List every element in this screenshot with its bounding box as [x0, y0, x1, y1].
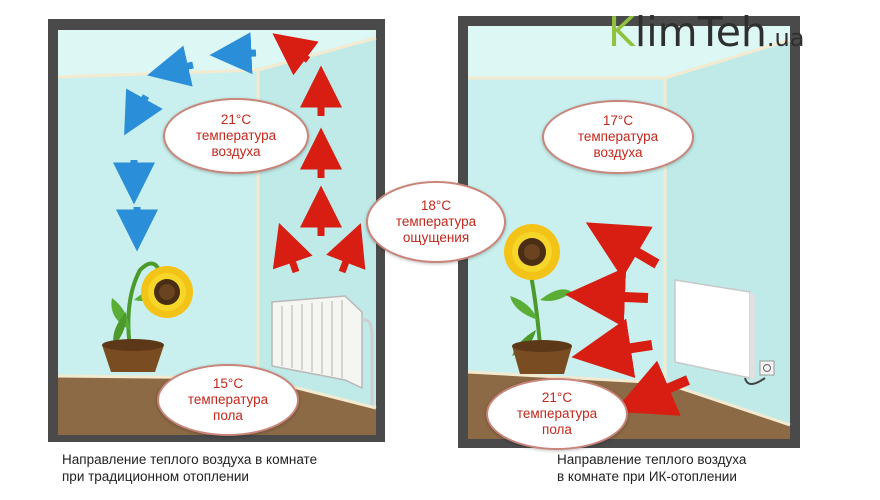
- right-room: [458, 16, 800, 448]
- left-air-temp-label: 21°C температура воздуха: [163, 98, 309, 174]
- right-ceiling: [468, 26, 790, 78]
- right-air-temp-line1: температура: [577, 129, 659, 144]
- left-caption: Направление теплого воздуха в комнате пр…: [62, 451, 392, 485]
- logo-text: limTeh: [634, 8, 767, 56]
- right-air-temp-value: 17°C: [602, 113, 634, 128]
- logo-letter-k: K: [608, 8, 635, 56]
- power-socket-icon: [759, 360, 775, 376]
- logo-domain-suffix: .ua: [766, 24, 805, 52]
- red-arrow-icon: [272, 33, 366, 274]
- red-arrow-icon: [565, 222, 690, 416]
- left-air-temp-value: 21°C: [220, 112, 252, 127]
- felt-temp-value: 18°C: [420, 198, 452, 213]
- left-floor-temp-value: 15°C: [212, 376, 244, 391]
- radiator-icon: [271, 295, 374, 405]
- left-air-temp-line2: воздуха: [211, 144, 261, 159]
- felt-temp-label: 18°C температура ощущения: [366, 181, 506, 263]
- right-caption: Направление теплого воздуха в комнате пр…: [557, 451, 837, 485]
- right-air-temp-label: 17°C температура воздуха: [542, 100, 694, 174]
- right-air-temp-line2: воздуха: [593, 145, 643, 160]
- sunflower-icon: [102, 261, 193, 372]
- right-floor-temp-line2: пола: [542, 422, 572, 437]
- left-caption-line1: Направление теплого воздуха в комнате: [62, 452, 318, 467]
- sunflower-icon: [504, 224, 572, 374]
- klimteh-logo: KlimTeh.ua: [608, 6, 804, 58]
- left-air-temp-line1: температура: [195, 128, 277, 143]
- right-caption-line2: в комнате при ИК-отоплении: [557, 469, 737, 484]
- left-floor-temp-label: 15°C температура пола: [157, 364, 299, 436]
- right-floor-temp-label: 21°C температура пола: [486, 378, 628, 450]
- right-floor-temp-line1: температура: [516, 406, 598, 421]
- right-caption-line1: Направление теплого воздуха: [557, 452, 747, 467]
- left-floor-temp-line1: температура: [187, 392, 269, 407]
- left-caption-line2: при традиционном отоплении: [62, 469, 249, 484]
- ir-heater-panel-icon: [674, 279, 766, 385]
- blue-arrow-icon: [113, 32, 257, 252]
- felt-temp-line1: температура: [395, 214, 477, 229]
- felt-temp-line2: ощущения: [402, 230, 470, 245]
- right-floor-temp-value: 21°C: [541, 390, 573, 405]
- left-floor-temp-line2: пола: [213, 408, 243, 423]
